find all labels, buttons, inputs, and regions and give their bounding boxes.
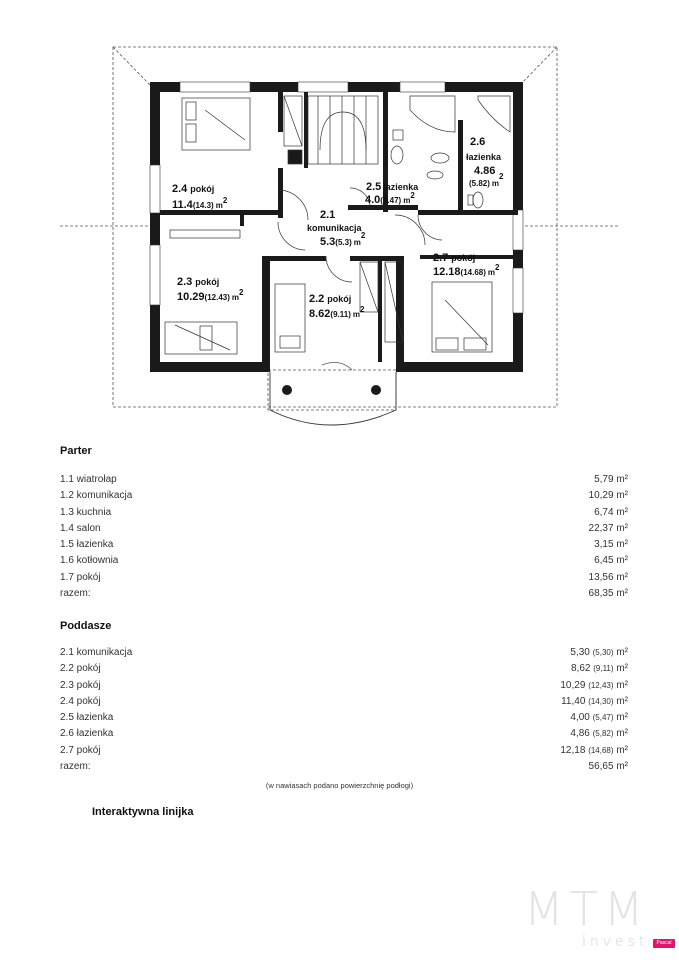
svg-text:4.0(5.47)m2: 4.0(5.47)m2 xyxy=(365,191,415,206)
svg-text:2.6: 2.6 xyxy=(470,136,485,148)
row-value: 10,29 m² xyxy=(588,490,628,502)
table-row: 2.5 łazienka 4,00 (5,47) m² xyxy=(60,712,628,728)
svg-text:5.3(5.3)m2: 5.3(5.3)m2 xyxy=(320,231,366,248)
row-value: 3,15 m² xyxy=(594,539,628,551)
row-value: 13,56 m² xyxy=(588,571,628,583)
row-value: 56,65 m² xyxy=(588,761,628,773)
row-value: 4,00 (5,47) m² xyxy=(570,712,628,724)
interactive-ruler-link[interactable]: Interaktywna linijka xyxy=(92,806,194,818)
row-label: 2.5 łazienka xyxy=(60,712,114,724)
row-label: 1.1 wiatrołap xyxy=(60,474,117,485)
parter-title: Parter xyxy=(60,445,92,457)
doors xyxy=(269,187,443,426)
row-value: 5,79 m² xyxy=(594,474,628,485)
row-label: 1.6 kotłownia xyxy=(60,555,119,567)
row-label: 1.2 komunikacja xyxy=(60,490,133,502)
table-row-total: razem: 56,65 m² xyxy=(60,761,628,777)
wardrobes xyxy=(169,95,404,343)
row-label: 2.6 łazienka xyxy=(60,728,114,740)
svg-text:komunikacja: komunikacja xyxy=(307,223,363,233)
row-value: 22,37 m² xyxy=(588,522,628,534)
bathroom-fixtures xyxy=(390,95,511,209)
table-row: 1.5 łazienka 3,15 m² xyxy=(60,539,628,555)
row-value: 12,18 (14,68) m² xyxy=(560,744,628,756)
row-label: razem: xyxy=(60,588,91,600)
svg-text:8.62(9.11)m2: 8.62(9.11)m2 xyxy=(309,305,365,320)
row-label: 1.3 kuchnia xyxy=(60,506,112,518)
table-row: 2.2 pokój 8,62 (9,11) m² xyxy=(60,663,628,679)
row-label: 1.4 salon xyxy=(60,522,101,534)
table-row: 2.6 łazienka 4,86 (5,82) m² xyxy=(60,728,628,744)
svg-text:4.86: 4.86 xyxy=(474,165,495,177)
table-row: 2.3 pokój 10,29 (12,43) m² xyxy=(60,680,628,696)
svg-text:łazienka: łazienka xyxy=(466,152,502,162)
table-row-total: razem: 68,35 m² xyxy=(60,588,628,604)
table-row: 1.4 salon 22,37 m² xyxy=(60,523,628,539)
table-row: 1.7 pokój 13,56 m² xyxy=(60,572,628,588)
table-row: 2.1 komunikacja 5,30 (5,30) m² xyxy=(60,647,628,663)
poddasze-title: Poddasze xyxy=(60,620,112,632)
row-value: 11,40 (14,30) m² xyxy=(561,695,628,707)
svg-text:10.29(12.43)m2: 10.29(12.43)m2 xyxy=(177,288,244,303)
staircase xyxy=(287,95,379,165)
row-label: 1.5 łazienka xyxy=(60,539,114,551)
row-value: 4,86 (5,82) m² xyxy=(570,728,628,740)
table-row: 1.6 kotłownia 6,45 m² xyxy=(60,555,628,571)
mtm-invest-logo: MTM invest xyxy=(520,882,670,954)
room-label-2-6: 2.6 łazienka 4.86 (5.82)m2 xyxy=(466,136,504,188)
row-label: 2.7 pokój xyxy=(60,744,101,756)
badge: Pascal 3.0m xyxy=(653,939,675,955)
column-right xyxy=(371,385,381,395)
poddasze-table: 2.1 komunikacja 5,30 (5,30) m² 2.2 pokój 8… xyxy=(60,647,628,777)
parter-table: 1.1 wiatrołap 5,79 m² 1.2 komunikacja 10,2… xyxy=(60,474,628,604)
row-label: 2.3 pokój xyxy=(60,679,101,691)
row-value: 5,30 (5,30) m² xyxy=(570,647,628,658)
table-row: 2.4 pokój 11,40 (14,30) m² xyxy=(60,696,628,712)
row-value: 68,35 m² xyxy=(588,588,628,600)
floor-area-note: (w nawiasach podano powierzchnię podłogi… xyxy=(265,781,414,790)
svg-text:2.1: 2.1 xyxy=(320,209,335,221)
svg-text:11.4(14.3)m2: 11.4(14.3)m2 xyxy=(172,196,228,211)
row-label: 1.7 pokój xyxy=(60,571,101,583)
svg-text:(5.82)m2: (5.82)m2 xyxy=(469,172,504,188)
room-label-2-1: 2.1 komunikacja 5.3(5.3)m2 xyxy=(307,209,366,248)
table-row: 2.7 pokój 12,18 (14,68) m² xyxy=(60,745,628,761)
row-value: 6,45 m² xyxy=(594,555,628,567)
row-label: razem: xyxy=(60,761,91,773)
column-left xyxy=(282,385,292,395)
row-value: 10,29 (12,43) m² xyxy=(560,679,628,691)
row-label: 2.1 komunikacja xyxy=(60,647,133,658)
table-row: 1.1 wiatrołap 5,79 m² xyxy=(60,474,628,490)
logo-subtitle: invest xyxy=(582,934,649,950)
table-row: 1.2 komunikacja 10,29 m² xyxy=(60,490,628,506)
svg-text:12.18(14.68)m2: 12.18(14.68)m2 xyxy=(433,263,500,278)
row-value: 8,62 (9,11) m² xyxy=(570,663,628,675)
row-label: 2.2 pokój xyxy=(60,663,101,675)
beds xyxy=(164,97,493,355)
row-label: 2.4 pokój xyxy=(60,695,101,707)
interior-walls xyxy=(160,92,518,362)
logo-letters: MTM xyxy=(524,882,650,936)
table-row: 1.3 kuchnia 6,74 m² xyxy=(60,507,628,523)
row-value: 6,74 m² xyxy=(594,506,628,518)
